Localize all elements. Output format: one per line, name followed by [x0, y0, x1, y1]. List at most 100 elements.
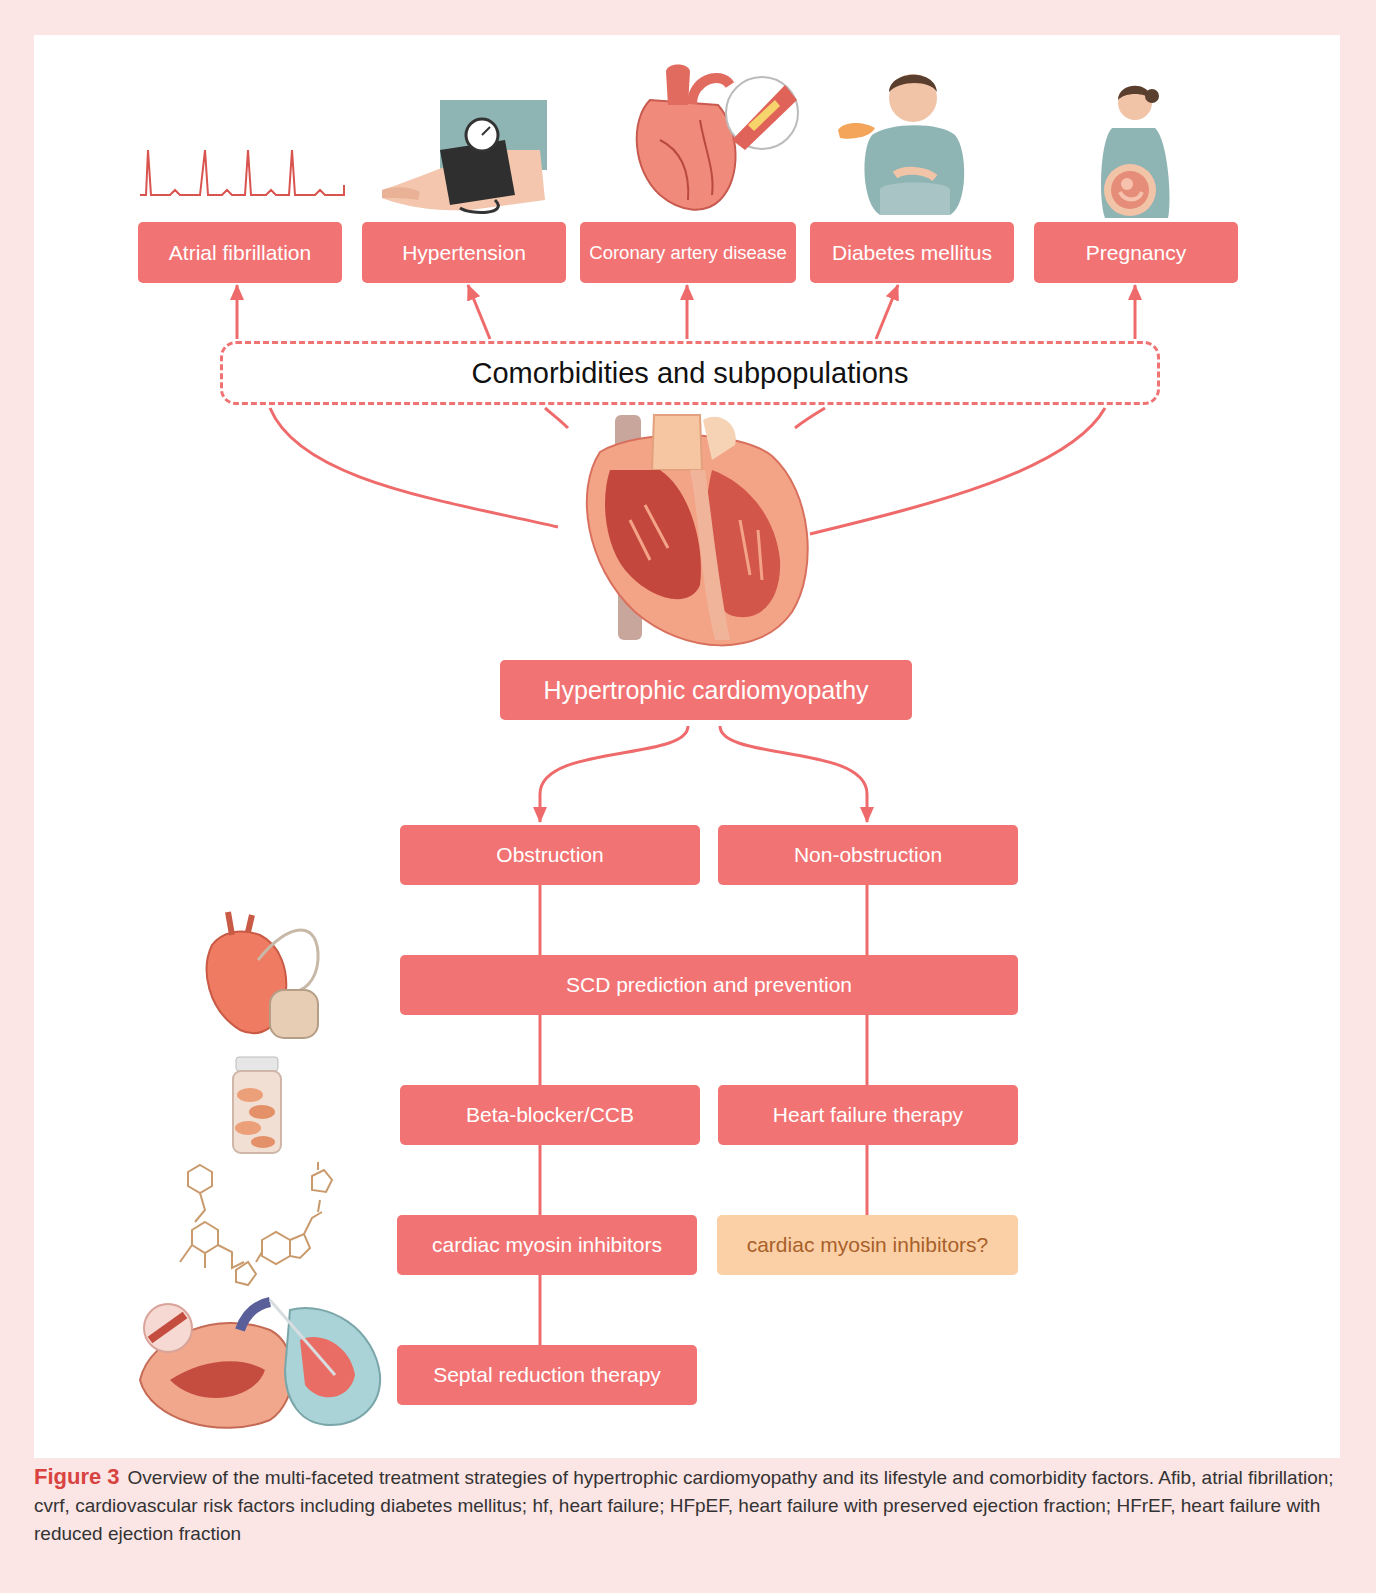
process-box: Obstruction: [400, 825, 700, 885]
comorbidity-box: Hypertension: [362, 222, 566, 283]
septal-reduction-icon-part: [150, 1315, 185, 1340]
comorbidity-box: Atrial fibrillation: [138, 222, 342, 283]
pregnancy-icon-part: [1120, 192, 1142, 200]
septal-reduction-icon-part: [170, 1361, 265, 1398]
connector: [539, 1275, 542, 1345]
central-heart-illustration-part: [690, 470, 730, 640]
blood-pressure-icon-part: [460, 200, 498, 213]
process-box: SCD prediction and prevention: [400, 955, 1018, 1015]
connector: [1134, 285, 1137, 339]
pill-bottle-icon-part: [249, 1105, 275, 1119]
septal-reduction-icon-part: [270, 1300, 335, 1375]
coronary-heart-icon-part: [748, 100, 780, 131]
central-heart-illustration-part: [703, 417, 736, 460]
pregnancy-icon-part: [1121, 178, 1133, 190]
chemical-structure-icon-part: [304, 1200, 322, 1234]
pregnancy-icon-part: [1104, 164, 1156, 216]
connector: [866, 1145, 869, 1215]
node-label: SCD prediction and prevention: [558, 970, 860, 999]
pregnancy-icon-part: [1101, 128, 1170, 218]
coronary-heart-icon-part: [700, 120, 713, 195]
node-label: Atrial fibrillation: [161, 238, 319, 267]
tentative-box: cardiac myosin inhibitors?: [717, 1215, 1018, 1275]
pregnancy-icon-part: [1111, 171, 1149, 209]
chemical-structure-icon-part: [312, 1170, 332, 1192]
connector: [686, 285, 689, 339]
heart-to-comorbidities-lines-part: [270, 408, 558, 527]
process-box: Beta-blocker/CCB: [400, 1085, 700, 1145]
diabetes-man-icon-part: [838, 123, 875, 139]
coronary-heart-icon-part: [726, 77, 798, 149]
connector: [468, 285, 490, 339]
comorbidity-box: Pregnancy: [1034, 222, 1238, 283]
pill-bottle-icon-part: [233, 1071, 281, 1153]
central-heart-illustration-part: [605, 470, 701, 599]
diabetes-man-icon: [838, 74, 964, 215]
central-heart-illustration-part: [630, 505, 762, 580]
node-label: Non-obstruction: [786, 840, 950, 869]
connector: [876, 285, 898, 339]
chemical-structure-icon: [180, 1162, 332, 1285]
pill-bottle-icon-part: [237, 1088, 263, 1102]
icd-icon-part: [228, 912, 252, 935]
node-label: Coronary artery disease: [581, 240, 794, 266]
ecg-trace-part: [140, 150, 344, 195]
process-box: cardiac myosin inhibitors: [397, 1215, 697, 1275]
pregnancy-icon: [1101, 86, 1170, 218]
chemical-structure-icon-part: [205, 1245, 244, 1268]
connector: [539, 1145, 542, 1215]
pill-bottle-icon-part: [236, 1057, 278, 1071]
chemical-structure-icon-part: [192, 1222, 218, 1253]
coronary-heart-icon-part: [732, 85, 797, 150]
chemical-structure-icon-part: [180, 1162, 318, 1262]
diabetes-man-icon-part: [880, 183, 950, 216]
central-heart-illustration-part: [652, 415, 702, 470]
connector: [539, 885, 542, 955]
figure-label: Figure 3: [34, 1464, 120, 1489]
node-label: Heart failure therapy: [765, 1100, 971, 1129]
blood-pressure-icon-part: [382, 187, 420, 200]
chemical-structure-icon-part: [290, 1234, 310, 1258]
central-heart-illustration: [587, 415, 808, 645]
heart-to-comorbidities-lines-part: [545, 408, 568, 428]
blood-pressure-icon-part: [540, 100, 548, 210]
pill-bottle-icon-part: [251, 1136, 275, 1148]
heart-to-comorbidities-lines-part: [810, 408, 1105, 534]
diabetes-man-icon-part: [864, 125, 964, 215]
coronary-heart-icon-part: [637, 100, 736, 210]
septal-reduction-icon-part: [285, 1308, 380, 1425]
chemical-structure-icon-part: [188, 1165, 212, 1193]
blood-pressure-icon-part: [482, 127, 490, 135]
main-box: Hypertrophic cardiomyopathy: [500, 660, 912, 720]
coronary-heart-icon-part: [660, 140, 688, 200]
coronary-heart-icon-part: [666, 65, 690, 106]
node-label: Hypertrophic cardiomyopathy: [535, 673, 876, 708]
pill-bottle-icon-part: [235, 1121, 261, 1135]
node-label: Beta-blocker/CCB: [458, 1100, 642, 1129]
node-label: Comorbidities and subpopulations: [464, 353, 917, 394]
ecg-trace: [140, 150, 344, 195]
connector: [540, 726, 688, 822]
septal-reduction-icon: [140, 1300, 380, 1428]
connector: [720, 726, 867, 822]
comorbidity-box: Diabetes mellitus: [810, 222, 1014, 283]
chemical-structure-icon-part: [195, 1193, 205, 1222]
process-box: Non-obstruction: [718, 825, 1018, 885]
pregnancy-icon-part: [1118, 86, 1152, 120]
chemical-structure-icon-part: [236, 1262, 256, 1285]
diabetes-man-icon-part: [889, 74, 937, 122]
blood-pressure-icon-part: [466, 119, 498, 151]
connector: [866, 885, 869, 955]
pill-bottle-icon: [233, 1057, 281, 1153]
node-label: Diabetes mellitus: [824, 238, 1000, 267]
node-label: Pregnancy: [1078, 238, 1194, 267]
blood-pressure-icon: [382, 100, 548, 213]
connector: [539, 1015, 542, 1085]
diabetes-man-icon-part: [895, 171, 935, 178]
caption-block: Figure 3Overview of the multi-faceted tr…: [34, 1463, 1340, 1548]
diabetes-man-icon-part: [889, 75, 937, 92]
heart-to-comorbidities-lines-part: [795, 408, 825, 428]
icd-icon-part: [270, 990, 318, 1038]
coronary-heart-icon: [637, 65, 798, 210]
